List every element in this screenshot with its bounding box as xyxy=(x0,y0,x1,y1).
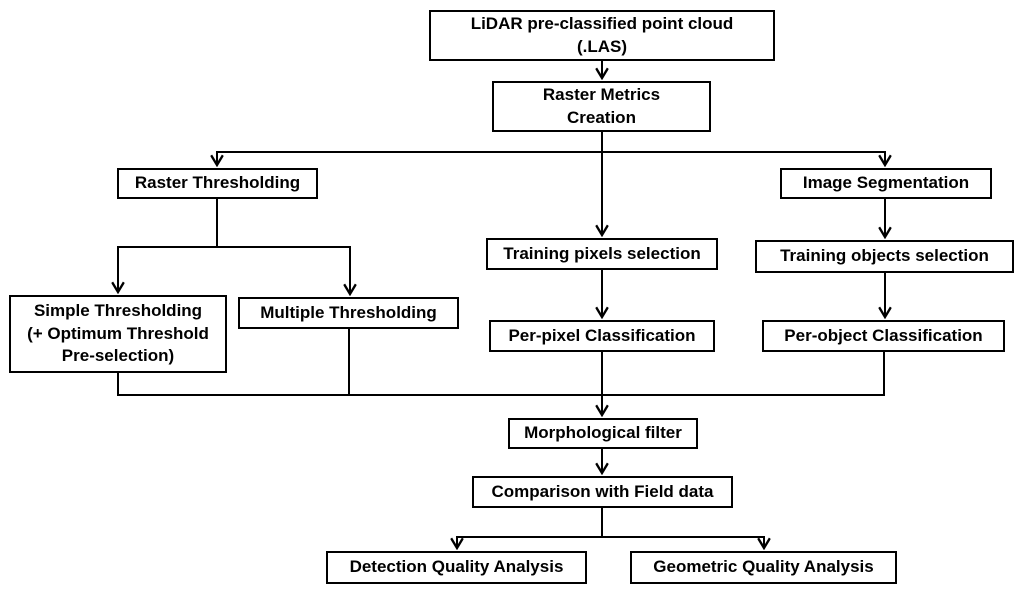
node-raster-metrics-creation: Raster Metrics Creation xyxy=(492,81,711,132)
node-comparison-field-data: Comparison with Field data xyxy=(472,476,733,508)
node-per-object-classification: Per-object Classification xyxy=(762,320,1005,352)
node-training-pixels-selection: Training pixels selection xyxy=(486,238,718,270)
node-simple-thresholding: Simple Thresholding (+ Optimum Threshold… xyxy=(9,295,227,373)
node-detection-quality-analysis: Detection Quality Analysis xyxy=(326,551,587,584)
node-geometric-quality-analysis: Geometric Quality Analysis xyxy=(630,551,897,584)
node-raster-thresholding: Raster Thresholding xyxy=(117,168,318,199)
node-image-segmentation: Image Segmentation xyxy=(780,168,992,199)
node-per-pixel-classification: Per-pixel Classification xyxy=(489,320,715,352)
node-lidar-point-cloud: LiDAR pre-classified point cloud (.LAS) xyxy=(429,10,775,61)
node-morphological-filter: Morphological filter xyxy=(508,418,698,449)
node-training-objects-selection: Training objects selection xyxy=(755,240,1014,273)
node-multiple-thresholding: Multiple Thresholding xyxy=(238,297,459,329)
